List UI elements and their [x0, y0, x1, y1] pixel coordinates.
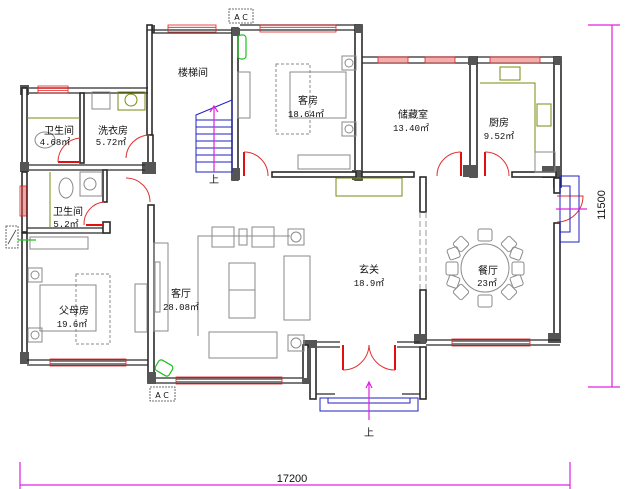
windows — [19, 24, 541, 385]
room-area-laundry: 5.72㎡ — [96, 137, 127, 148]
room-name-bathroom-1: 卫生间 — [44, 124, 74, 137]
room-name-storage: 储藏室 — [398, 108, 428, 121]
room-labels: 楼梯间 客房 18.64㎡ 储藏室 13.40㎡ 厨房 9.52㎡ 卫生间 4.… — [40, 66, 515, 330]
room-name-laundry: 洗衣房 — [98, 124, 128, 137]
ac-unit-top: A C — [228, 8, 254, 24]
ac-unit-bottom: A C — [149, 386, 176, 402]
height-dimension-value: 11500 — [596, 190, 608, 220]
width-dimension-value: 17200 — [277, 473, 308, 485]
svg-text:A C: A C — [234, 13, 248, 22]
room-name-parents-room: 父母房 — [59, 304, 89, 317]
dimension-width: 17200 — [19, 462, 571, 489]
room-area-living-room: 28.08㎡ — [163, 302, 199, 313]
room-area-bathroom-1: 4.68㎡ — [40, 137, 71, 148]
room-area-guest-room: 18.64㎡ — [288, 109, 324, 120]
side-step — [556, 175, 587, 243]
furniture — [27, 34, 556, 377]
room-area-bathroom-2: 5.2㎡ — [53, 219, 78, 230]
room-name-foyer: 玄关 — [359, 263, 379, 276]
staircase-stairs — [195, 99, 233, 173]
svg-text:A C: A C — [155, 391, 169, 400]
room-area-parents-room: 19.6㎡ — [57, 319, 88, 330]
room-name-staircase: 楼梯间 — [178, 66, 208, 79]
ac-unit-left — [5, 225, 36, 249]
doors — [57, 134, 584, 371]
room-name-guest-room: 客房 — [298, 94, 318, 107]
room-area-foyer: 18.9㎡ — [354, 278, 385, 289]
room-area-kitchen: 9.52㎡ — [484, 131, 515, 142]
room-name-dining-room: 餐厅 — [478, 264, 498, 277]
room-name-bathroom-2: 卫生间 — [53, 205, 83, 218]
entry-steps — [319, 380, 419, 420]
dimension-height: 11500 — [588, 24, 620, 388]
room-area-storage: 13.40㎡ — [393, 123, 429, 134]
entry-up-label: 上 — [364, 427, 374, 439]
room-name-living-room: 客厅 — [171, 287, 191, 300]
room-name-kitchen: 厨房 — [489, 116, 509, 129]
room-area-dining-room: 23㎡ — [477, 278, 497, 289]
stair-up-label: 上 — [209, 174, 219, 186]
